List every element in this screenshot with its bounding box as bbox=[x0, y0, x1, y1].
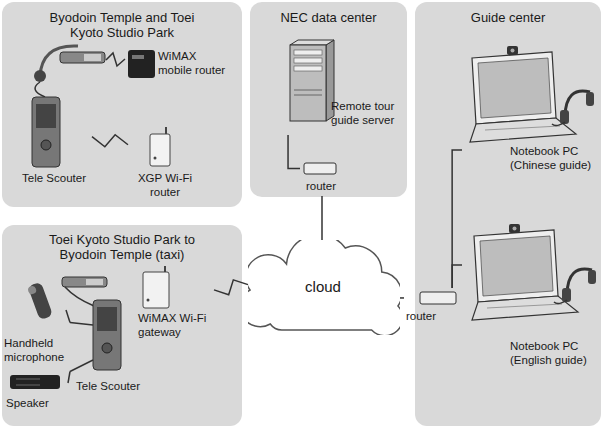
device-label: cloud bbox=[248, 278, 398, 296]
laptop-icon bbox=[472, 224, 596, 320]
device-label: router bbox=[406, 310, 446, 324]
network-cable bbox=[452, 265, 462, 288]
tele-scouter-icon bbox=[93, 300, 121, 370]
device-label: WiMAX Wi-Fi gateway bbox=[138, 312, 212, 339]
headset-display bbox=[34, 46, 105, 97]
panel-heading: NEC data center bbox=[254, 10, 404, 25]
router-icon bbox=[420, 292, 456, 304]
device-label: Remote tour guide server bbox=[331, 100, 401, 127]
cable bbox=[70, 360, 93, 372]
cloud-node: cloud bbox=[248, 240, 400, 335]
device-label: WiMAX mobile router bbox=[158, 50, 232, 77]
device-label: Speaker bbox=[6, 397, 66, 411]
microphone-icon bbox=[27, 282, 53, 321]
router-icon bbox=[304, 163, 336, 174]
panel-heading: Guide center bbox=[418, 10, 598, 25]
mobile-router-icon bbox=[128, 50, 155, 78]
tele-scouter-icon bbox=[32, 97, 60, 167]
gateway-icon bbox=[143, 266, 169, 308]
speaker-icon bbox=[10, 375, 60, 389]
server-icon bbox=[290, 40, 334, 121]
network-cable bbox=[66, 310, 70, 322]
wireless-link bbox=[92, 135, 128, 147]
site-panel: Toei Kyoto Studio Park to Byodoin Temple… bbox=[2, 225, 242, 426]
network-cable bbox=[321, 196, 323, 240]
device-label: XGP Wi-Fi router bbox=[130, 172, 200, 199]
device-label: Tele Scouter bbox=[18, 172, 90, 186]
cloud-outline bbox=[248, 240, 400, 335]
network-cable bbox=[452, 150, 462, 288]
device-label: router bbox=[300, 180, 342, 194]
device-label: Notebook PC (Chinese guide) bbox=[510, 145, 596, 172]
laptop-icon bbox=[470, 46, 594, 142]
device-label: Notebook PC (English guide) bbox=[510, 340, 596, 367]
xgp-router-icon bbox=[150, 127, 170, 166]
panel-heading: Byodoin Temple and Toei Kyoto Studio Par… bbox=[49, 10, 195, 40]
device-label: Handheld microphone bbox=[4, 337, 64, 364]
device-label: Tele Scouter bbox=[72, 380, 144, 394]
cable bbox=[70, 323, 93, 326]
wireless-link bbox=[106, 53, 125, 66]
network-cable bbox=[400, 297, 404, 299]
panel-heading: Toei Kyoto Studio Park to Byodoin Temple… bbox=[24, 232, 220, 262]
network-cable bbox=[68, 372, 70, 384]
wireless-link bbox=[214, 280, 248, 295]
network-cable bbox=[288, 135, 300, 168]
